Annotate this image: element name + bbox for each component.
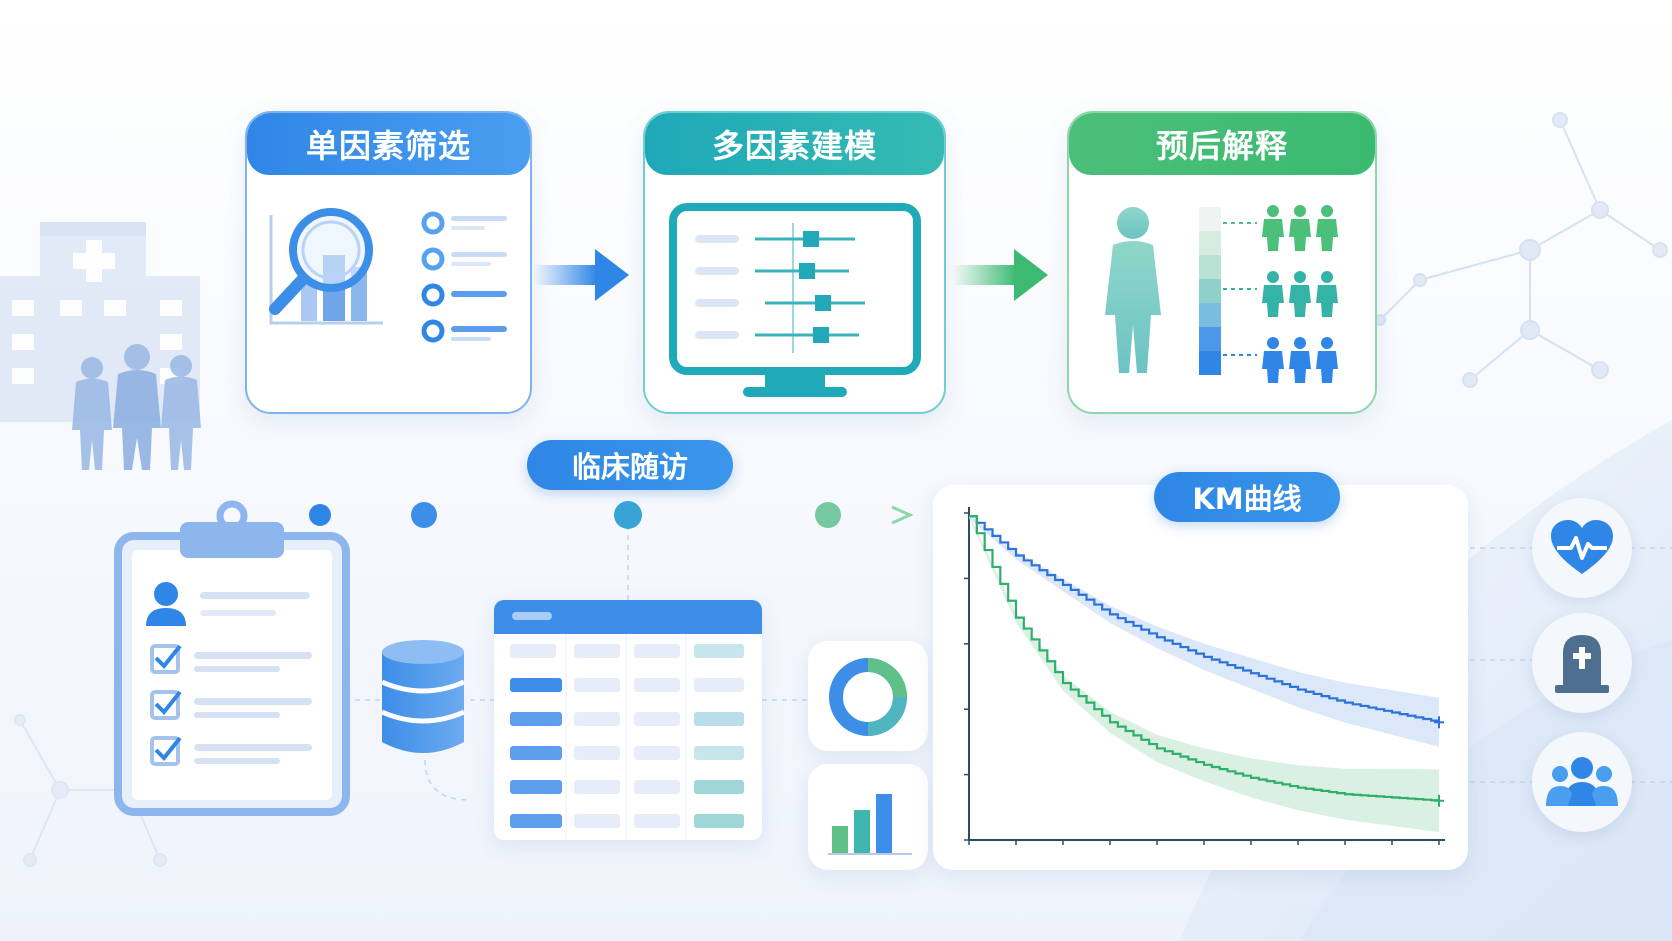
arrow-right-icon xyxy=(952,249,1048,301)
user-icon xyxy=(146,582,186,626)
heart-outcome-button xyxy=(1532,498,1632,598)
person-icon xyxy=(1105,207,1161,373)
km-label: KM曲线 xyxy=(1154,472,1340,522)
group-icon xyxy=(1546,757,1618,806)
step-title-univariate: 单因素筛选 xyxy=(247,113,530,175)
magnifier-chart-icon xyxy=(269,208,507,343)
step-title-prognosis: 预后解释 xyxy=(1069,113,1375,175)
donut-chart-panel xyxy=(808,641,928,751)
data-table-panel xyxy=(494,600,762,840)
hospital-icon xyxy=(0,222,200,422)
step-card-prognosis: 预后解释 xyxy=(1067,111,1377,414)
arrow-right-icon xyxy=(533,249,629,301)
bar-chart-panel xyxy=(808,764,928,870)
km-survival-line xyxy=(969,515,1441,723)
km-chart xyxy=(964,507,1445,845)
step-title-multivariate: 多因素建模 xyxy=(645,113,944,175)
step-card-univariate: 单因素筛选 xyxy=(245,111,532,414)
person-risk-icon xyxy=(1105,205,1338,383)
tombstone-icon xyxy=(1555,635,1609,693)
followup-label: 临床随访 xyxy=(527,440,733,490)
step-card-multivariate: 多因素建模 xyxy=(643,111,946,414)
database-icon xyxy=(380,640,466,753)
heart-pulse-icon xyxy=(1551,520,1613,574)
mortality-outcome-button xyxy=(1532,613,1632,713)
km-survival-line xyxy=(969,515,1441,802)
patients-group-icon xyxy=(72,344,201,470)
km-confidence-band xyxy=(969,514,1439,833)
followup-timeline xyxy=(309,501,914,529)
data-table-icon xyxy=(494,600,762,840)
km-chart-panel xyxy=(933,485,1468,870)
population-outcome-button xyxy=(1532,732,1632,832)
monitor-icon xyxy=(669,203,921,397)
bar-chart-icon xyxy=(828,794,912,855)
donut-chart-icon xyxy=(829,658,907,736)
clipboard-icon xyxy=(114,500,350,816)
km-confidence-band xyxy=(969,514,1439,747)
